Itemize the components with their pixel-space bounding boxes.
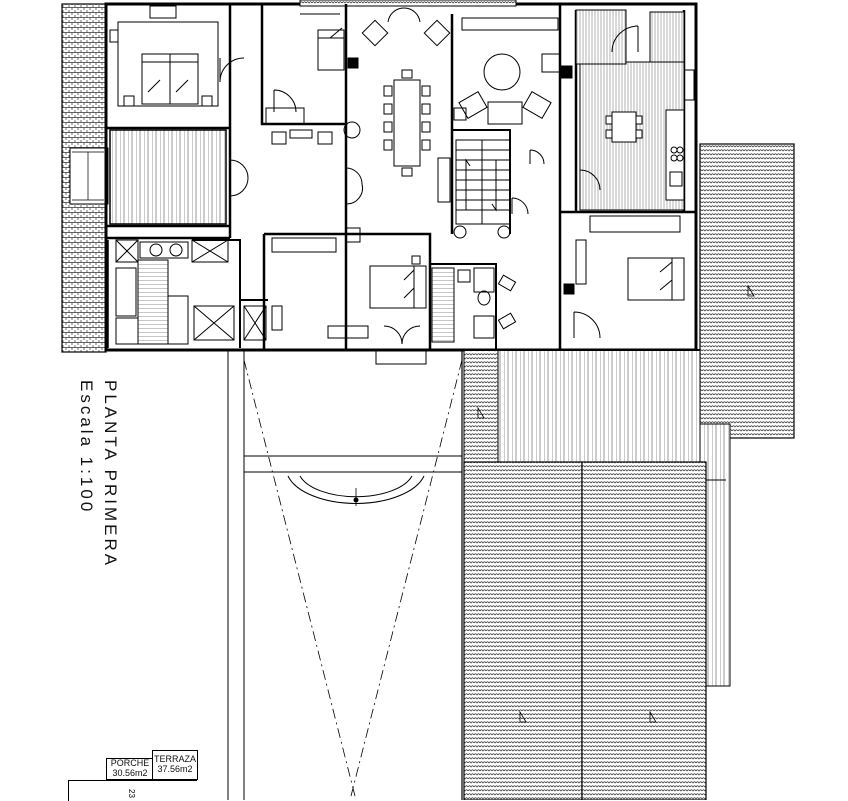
terraza-value: 37.56m2 bbox=[157, 764, 193, 774]
drawing-title: PLANTA PRIMERA bbox=[101, 380, 120, 569]
bedroom-top-left bbox=[109, 5, 245, 107]
staircase bbox=[453, 139, 545, 239]
closet-room bbox=[109, 129, 249, 225]
living-dining bbox=[343, 7, 561, 243]
porche-label: PORCHE bbox=[110, 758, 150, 768]
bathroom-left bbox=[115, 239, 267, 345]
bathroom-center bbox=[431, 267, 517, 343]
bedroom-top-center bbox=[265, 13, 359, 145]
drawing-title-block: PLANTA PRIMERA Escala 1:100 bbox=[66, 378, 122, 568]
porch-void bbox=[227, 350, 463, 800]
drawing-scale: Escala 1:100 bbox=[77, 380, 96, 515]
terraza-label: TERRAZA bbox=[153, 754, 196, 764]
area-table-bottom: 23 bbox=[68, 780, 197, 801]
area-cell-terraza: TERRAZA 37.56m2 bbox=[152, 750, 198, 780]
west-balcony bbox=[61, 3, 109, 353]
area-cell-porche: PORCHE 30.56m2 bbox=[106, 758, 154, 780]
area-table-bottom-value: 23 bbox=[126, 789, 136, 798]
lower-roof bbox=[463, 349, 707, 800]
bedroom-bottom-center bbox=[271, 237, 427, 365]
kitchen bbox=[559, 9, 697, 211]
bedroom-right bbox=[563, 215, 685, 339]
east-roof bbox=[699, 143, 795, 439]
porche-value: 30.56m2 bbox=[112, 768, 148, 778]
terrace-stripes bbox=[495, 349, 731, 687]
